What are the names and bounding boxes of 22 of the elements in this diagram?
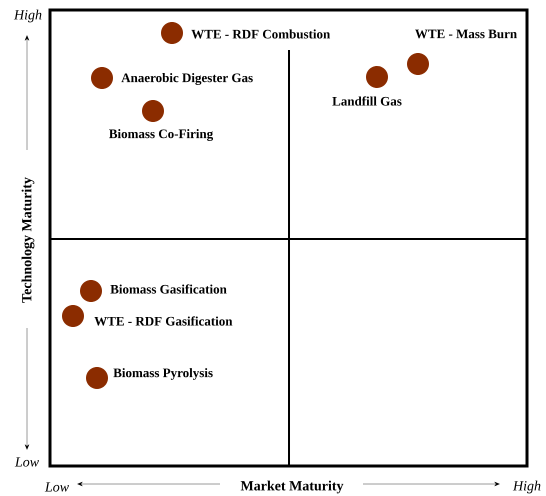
point-label: WTE - RDF Combustion (191, 29, 330, 39)
axis-title: Technology Maturity (22, 177, 34, 303)
point-label: WTE - RDF Gasification (94, 316, 232, 326)
point-label: Anaerobic Digester Gas (121, 73, 253, 85)
point-label: WTE - Mass Burn (415, 30, 517, 38)
dot (80, 280, 102, 302)
point-label: Biomass Co-Firing (109, 129, 214, 141)
point-label: Biomass Gasification (110, 284, 227, 294)
point-label: Biomass Pyrolysis (113, 368, 213, 380)
dot (62, 305, 84, 327)
dot (366, 66, 388, 88)
axis-end-label: Low (44, 482, 69, 492)
point-label: Landfill Gas (332, 96, 402, 106)
axis-end-label: High (512, 480, 540, 494)
dot (407, 53, 429, 75)
axis-end-label: Low (14, 457, 39, 467)
dot (91, 67, 113, 89)
axis-title: Market Maturity (240, 480, 344, 494)
dot (86, 367, 108, 389)
axis-end-label: High (14, 10, 42, 22)
dot (161, 22, 183, 44)
dot (142, 100, 164, 122)
